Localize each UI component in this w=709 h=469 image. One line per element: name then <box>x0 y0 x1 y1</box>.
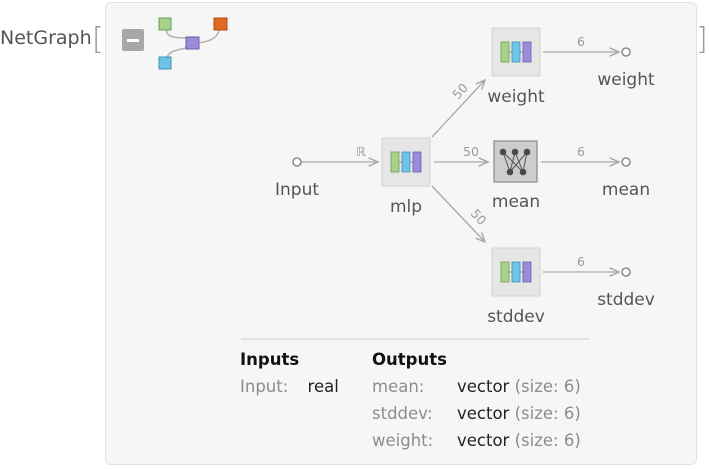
input-port[interactable] <box>292 157 302 167</box>
output-type: vector <box>457 431 510 450</box>
output-type: vector <box>457 404 510 423</box>
node-label-stddev: stddev <box>487 307 545 327</box>
outputs-heading: Outputs <box>372 350 447 369</box>
output-port-stddev[interactable] <box>621 267 631 277</box>
input-port-label: Input <box>275 180 319 200</box>
node-stddev[interactable] <box>491 247 541 297</box>
output-row: stddev: vector (size: 6) <box>372 400 581 427</box>
output-size: (size: 6) <box>514 404 581 423</box>
node-label-weight: weight <box>487 87 545 107</box>
chain-layer-icon <box>500 261 532 283</box>
edge-mlp-weight <box>431 80 485 138</box>
edge-label-mlp-stddev: 50 <box>468 206 490 228</box>
node-label-mlp: mlp <box>390 197 422 217</box>
output-size: (size: 6) <box>514 431 581 450</box>
output-size: (size: 6) <box>514 377 581 396</box>
output-type: vector <box>457 377 510 396</box>
node-mlp[interactable] <box>381 137 431 187</box>
node-mean[interactable] <box>493 140 538 183</box>
inputs-section: Inputs Input: real <box>240 346 339 400</box>
output-port-weight[interactable] <box>621 47 631 57</box>
output-name: stddev: <box>372 404 433 423</box>
netgraph-panel <box>105 2 697 465</box>
edge-label-stddev-out: 6 <box>577 254 585 269</box>
node-label-mean: mean <box>492 192 540 212</box>
right-bracket: ] <box>696 22 708 57</box>
node-weight[interactable] <box>491 27 541 77</box>
chain-layer-icon <box>500 41 532 63</box>
input-name: Input: <box>240 377 289 396</box>
output-port-mean[interactable] <box>621 157 631 167</box>
outputs-section: Outputs mean: vector (size: 6) stddev: vec… <box>372 346 581 454</box>
chain-layer-icon <box>390 151 422 173</box>
netgraph-label: NetGraph <box>0 27 92 49</box>
output-port-label-mean: mean <box>602 180 650 200</box>
edge-mlp-stddev <box>431 185 485 242</box>
edge-label-mlp-mean: 50 <box>463 144 479 159</box>
inputs-heading: Inputs <box>240 350 300 369</box>
minus-square-icon[interactable] <box>122 29 144 51</box>
output-port-label-weight: weight <box>597 70 655 90</box>
edge-label-input-mlp: ℝ <box>356 144 366 159</box>
left-bracket: [ <box>92 22 104 57</box>
input-type: real <box>307 377 339 396</box>
linear-layer-icon <box>502 151 528 173</box>
netgraph-thumbnail-icon <box>158 17 228 70</box>
edge-label-weight-out: 6 <box>577 34 585 49</box>
output-name: mean: <box>372 377 425 396</box>
output-port-label-stddev: stddev <box>597 290 655 310</box>
output-name: weight: <box>372 431 434 450</box>
output-row: mean: vector (size: 6) <box>372 373 581 400</box>
input-row: Input: real <box>240 373 339 400</box>
edge-label-mean-out: 6 <box>577 144 585 159</box>
output-row: weight: vector (size: 6) <box>372 427 581 454</box>
